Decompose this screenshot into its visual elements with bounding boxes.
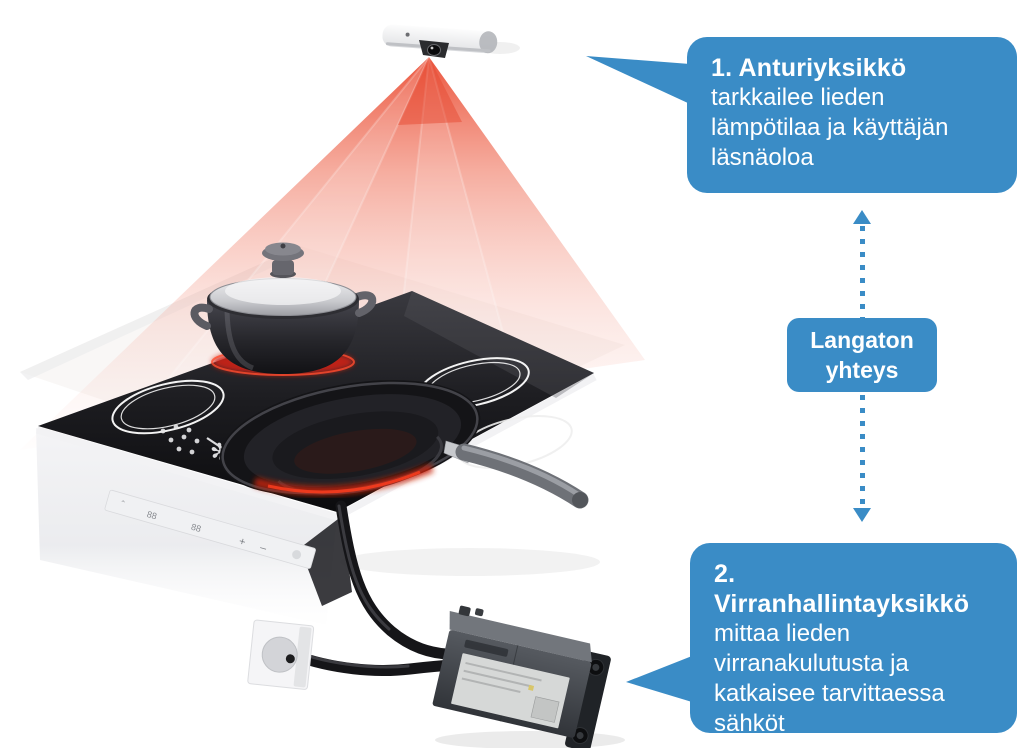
touch-controls	[160, 424, 200, 455]
svg-text:+: +	[237, 535, 246, 548]
pot-body	[207, 300, 359, 374]
glass-highlight	[404, 291, 594, 398]
wireless-arrowhead-up-icon	[853, 210, 871, 224]
burner-ring-front-left	[111, 379, 225, 435]
unit-top-face	[449, 611, 592, 663]
sensor-camera	[419, 40, 449, 58]
sensor-indicator-dot	[405, 32, 410, 37]
wall-socket	[247, 619, 315, 690]
pot-handle-left	[190, 303, 213, 330]
stove-side-shadow	[300, 516, 352, 606]
wireless-connection-label: Langaton yhteys	[787, 318, 937, 392]
callout-power-body: mittaa lieden virranakulutusta ja katkai…	[714, 620, 945, 737]
svg-text:–: –	[259, 542, 269, 555]
callout-sensor-body: tarkkailee lieden lämpötilaa ja käyttäjä…	[711, 84, 949, 171]
sensor-unit	[382, 24, 520, 58]
cable-stove-to-unit	[335, 500, 474, 660]
svg-text:88: 88	[146, 509, 158, 521]
pan-handle	[443, 440, 589, 509]
pot-handle-right	[353, 291, 377, 317]
callout-sensor-title: 1. Anturiyksikkö	[711, 54, 907, 82]
svg-text:ˆ: ˆ	[119, 498, 126, 511]
callout-sensor-tail	[586, 56, 690, 104]
socket-cable-hole	[285, 654, 295, 664]
callout-power-title: 2. Virranhallintayksikkö	[714, 560, 970, 618]
wireless-arrowhead-down-icon	[853, 508, 871, 522]
unit-brand-area	[464, 639, 509, 657]
frying-pan	[219, 380, 589, 509]
stove-rim	[36, 373, 597, 521]
stove-shadow	[340, 548, 600, 576]
callout-power-tail	[626, 656, 692, 702]
cooking-pot	[190, 242, 377, 376]
lid-knob	[262, 242, 304, 278]
svg-text:88: 88	[190, 522, 202, 534]
power-unit	[432, 605, 625, 748]
callout-sensor-unit: 1. Anturiyksikkö tarkkailee lieden lämpö…	[687, 37, 1017, 193]
cooktop: ✻ ˆ 88 88 + –	[36, 291, 600, 625]
callout-power-unit: 2. Virranhallintayksikkö mittaa lieden v…	[690, 543, 1017, 737]
control-panel: ˆ 88 88 + –	[104, 489, 316, 569]
